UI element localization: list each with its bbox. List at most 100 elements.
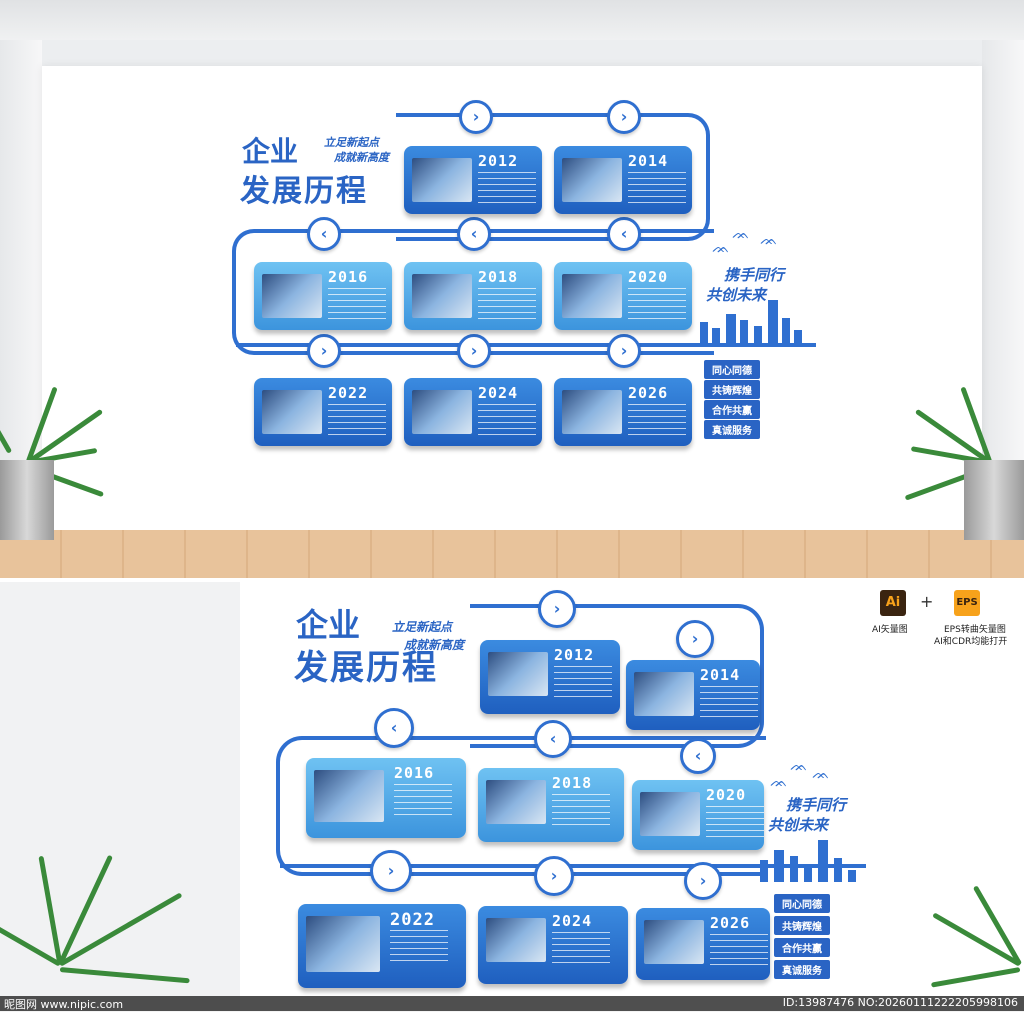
- city-building: [726, 314, 736, 344]
- card-text: [478, 172, 536, 206]
- card-year: 2020: [628, 268, 669, 286]
- potted-plant: [860, 300, 1024, 540]
- bird-icon: ᨏ: [732, 226, 750, 242]
- city-building: [848, 870, 856, 882]
- city-building: [790, 856, 798, 882]
- card-photo: [640, 792, 700, 836]
- plant-pot: [0, 460, 54, 540]
- chevron-left-icon: ‹: [374, 708, 414, 748]
- timeline-card: 2014: [626, 660, 760, 730]
- timeline-card: 2012: [480, 640, 620, 714]
- card-text: [628, 172, 686, 206]
- timeline-track-top: [470, 604, 764, 748]
- city-building: [818, 840, 828, 882]
- card-year: 2016: [328, 268, 369, 286]
- card-text: [706, 806, 764, 840]
- chevron-left-icon: ‹: [534, 720, 572, 758]
- card-text: [328, 288, 386, 322]
- title-line1: 企业: [242, 135, 299, 168]
- card-text: [478, 288, 536, 322]
- card-photo: [644, 920, 704, 964]
- card-year: 2022: [390, 910, 435, 930]
- card-text: [390, 930, 448, 964]
- card-photo: [488, 652, 548, 696]
- eps-icon: EPS: [954, 590, 980, 616]
- slogan-line2: 共创未来: [768, 816, 829, 834]
- card-photo: [486, 780, 546, 824]
- title-line2: 发展历程: [240, 174, 368, 209]
- card-year: 2026: [628, 384, 669, 402]
- card-year: 2018: [478, 268, 519, 286]
- card-text: [394, 784, 452, 818]
- city-building: [768, 300, 778, 344]
- bird-icon: ᨏ: [790, 758, 808, 774]
- chevron-left-icon: ‹: [457, 217, 491, 251]
- plant-pot: [964, 460, 1024, 540]
- card-year: 2012: [478, 152, 519, 170]
- card-year: 2024: [478, 384, 519, 402]
- card-year: 2012: [554, 646, 595, 664]
- card-text: [710, 934, 768, 968]
- timeline-card: 2012: [404, 146, 542, 214]
- value-tag: 真诚服务: [704, 420, 760, 439]
- bird-icon: ᨏ: [812, 766, 830, 782]
- timeline-card: 2020: [554, 262, 692, 330]
- value-tag: 合作共赢: [774, 938, 830, 957]
- timeline-card: 2014: [554, 146, 692, 214]
- card-text: [700, 686, 758, 720]
- value-tag: 同心同德: [774, 894, 830, 913]
- bird-icon: ᨏ: [770, 774, 788, 790]
- bird-icon: ᨏ: [712, 240, 730, 256]
- card-photo: [262, 274, 322, 318]
- ai-icon: Ai: [880, 590, 906, 616]
- potted-plant: [0, 300, 130, 540]
- chevron-right-icon: ›: [684, 862, 722, 900]
- subtitle-line2: 成就新高度: [334, 151, 389, 164]
- subtitle-line1: 立足新起点: [324, 136, 379, 149]
- card-photo: [486, 918, 546, 962]
- timeline-card: 2026: [636, 908, 770, 980]
- value-tag: 共铸辉煌: [774, 916, 830, 935]
- timeline-card: 2016: [306, 758, 466, 838]
- timeline-card: 2022: [254, 378, 392, 446]
- card-year: 2016: [394, 764, 435, 782]
- value-tag: 同心同德: [704, 360, 760, 379]
- value-tag: 合作共赢: [704, 400, 760, 419]
- right-pillar: [982, 40, 1024, 530]
- chevron-right-icon: ›: [538, 590, 576, 628]
- card-year: 2024: [552, 912, 593, 930]
- eps-caption-line2: AI和CDR均能打开: [934, 637, 1008, 647]
- ai-caption: AI矢量图: [872, 625, 908, 635]
- timeline-card: 2026: [554, 378, 692, 446]
- card-year: 2022: [328, 384, 369, 402]
- timeline-card: 2022: [298, 904, 466, 988]
- city-building: [754, 326, 762, 344]
- timeline-card: 2016: [254, 262, 392, 330]
- card-text: [628, 288, 686, 322]
- card-photo: [412, 158, 472, 202]
- timeline-track-bottom: [236, 343, 816, 347]
- chevron-right-icon: ›: [457, 334, 491, 368]
- chevron-right-icon: ›: [607, 100, 641, 134]
- bird-icon: ᨏ: [760, 232, 778, 248]
- divider: [0, 578, 1024, 582]
- city-building: [712, 328, 720, 344]
- chevron-left-icon: ‹: [680, 738, 716, 774]
- timeline-card: 2018: [478, 768, 624, 842]
- title-line1: 企业: [296, 606, 361, 644]
- plus-sign: +: [920, 592, 934, 611]
- timeline-track-middle: [276, 736, 766, 876]
- card-year: 2014: [628, 152, 669, 170]
- card-photo: [306, 916, 380, 972]
- timeline-card: 2018: [404, 262, 542, 330]
- chevron-right-icon: ›: [676, 620, 714, 658]
- card-year: 2026: [710, 914, 751, 932]
- card-year: 2020: [706, 786, 747, 804]
- city-building: [782, 318, 790, 344]
- chevron-left-icon: ‹: [607, 217, 641, 251]
- card-photo: [562, 390, 622, 434]
- ceiling: [0, 0, 1024, 40]
- city-building: [700, 322, 708, 344]
- potted-plant: [920, 842, 1024, 1011]
- card-year: 2014: [700, 666, 741, 684]
